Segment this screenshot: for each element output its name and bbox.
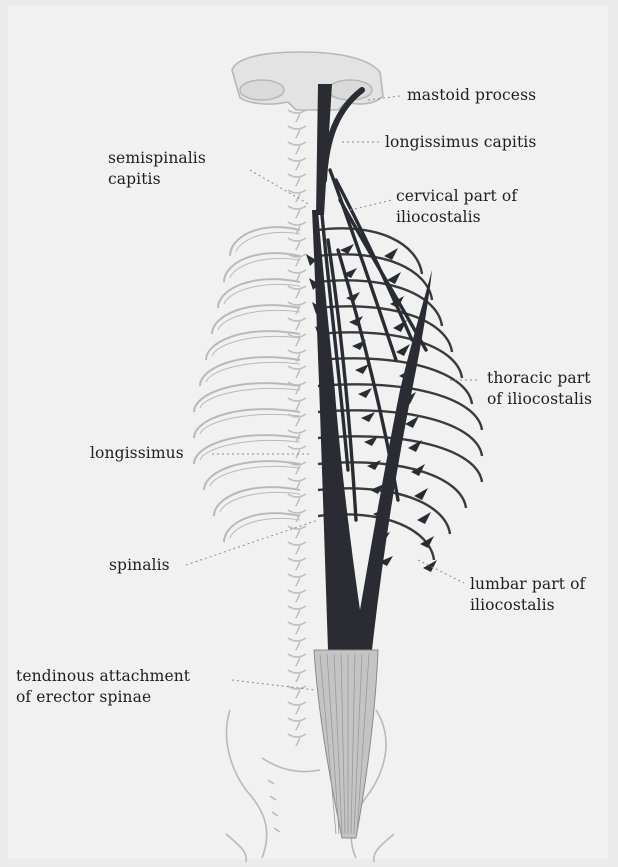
muscle-slip bbox=[340, 244, 354, 254]
vertebra bbox=[288, 542, 306, 554]
vertebra bbox=[288, 734, 306, 746]
rib-left bbox=[206, 331, 300, 360]
vertebra bbox=[288, 238, 306, 250]
vertebra bbox=[288, 318, 306, 330]
vertebra bbox=[288, 142, 306, 154]
leader-spinalis bbox=[186, 520, 318, 565]
vertebra bbox=[288, 286, 306, 298]
leader-lumbar bbox=[418, 560, 464, 583]
vertebra bbox=[288, 174, 306, 186]
label-semispinalis-capitis: semispinalis capitis bbox=[108, 148, 206, 190]
muscle-slip bbox=[361, 412, 375, 422]
vertebra bbox=[288, 190, 306, 202]
rib-left bbox=[194, 383, 300, 412]
muscle-slip bbox=[358, 388, 372, 398]
label-mastoid-process: mastoid process bbox=[407, 85, 536, 106]
muscle-slip bbox=[417, 512, 431, 524]
vertebra bbox=[288, 446, 306, 458]
vertebra bbox=[288, 590, 306, 602]
vertebra bbox=[288, 366, 306, 378]
vertebra bbox=[288, 622, 306, 634]
tendinous-attachment bbox=[314, 650, 378, 838]
rib-left bbox=[214, 487, 300, 516]
vertebra bbox=[288, 558, 306, 570]
label-thoracic-iliocostalis: thoracic part of iliocostalis bbox=[487, 368, 592, 410]
muscle-slip bbox=[405, 416, 419, 428]
rib-left bbox=[218, 279, 300, 308]
rib-left bbox=[212, 305, 300, 334]
label-longissimus: longissimus bbox=[90, 443, 184, 464]
rib-left bbox=[200, 357, 300, 386]
leader-cervical bbox=[350, 200, 392, 210]
skull-base bbox=[232, 52, 383, 110]
label-longissimus-capitis: longissimus capitis bbox=[385, 132, 536, 153]
vertebra bbox=[288, 334, 306, 346]
rib-left bbox=[230, 227, 300, 256]
label-tendinous-attachment: tendinous attachment of erector spinae bbox=[16, 666, 190, 708]
vertebra bbox=[288, 654, 306, 666]
vertebra bbox=[288, 718, 306, 730]
leader-tendinous bbox=[232, 680, 316, 690]
rib-left bbox=[194, 409, 300, 438]
muscle-slip bbox=[355, 364, 369, 374]
vertebra bbox=[288, 158, 306, 170]
label-spinalis: spinalis bbox=[109, 555, 170, 576]
vertebra bbox=[288, 382, 306, 394]
vertebra bbox=[288, 526, 306, 538]
vertebra bbox=[288, 398, 306, 410]
vertebra bbox=[288, 670, 306, 682]
vertebra bbox=[288, 638, 306, 650]
rib-left bbox=[224, 253, 300, 282]
vertebra bbox=[288, 606, 306, 618]
vertebra bbox=[288, 350, 306, 362]
vertebra bbox=[288, 702, 306, 714]
rib-left bbox=[224, 513, 300, 542]
vertebra bbox=[288, 110, 306, 122]
vertebra bbox=[288, 206, 306, 218]
label-cervical-iliocostalis: cervical part of iliocostalis bbox=[396, 186, 517, 228]
muscle-slip bbox=[384, 248, 398, 260]
leader-semispinalis bbox=[250, 170, 310, 205]
muscle-slip bbox=[346, 292, 360, 302]
vertebra bbox=[288, 126, 306, 138]
vertebral-column bbox=[288, 110, 306, 746]
label-lumbar-iliocostalis: lumbar part of iliocostalis bbox=[470, 574, 585, 616]
vertebra bbox=[288, 494, 306, 506]
vertebra bbox=[288, 574, 306, 586]
rib-left bbox=[204, 461, 300, 490]
muscle-slip bbox=[423, 560, 437, 572]
muscle-slip bbox=[396, 344, 410, 356]
muscle-slip bbox=[414, 488, 428, 500]
rib-left bbox=[194, 435, 300, 464]
